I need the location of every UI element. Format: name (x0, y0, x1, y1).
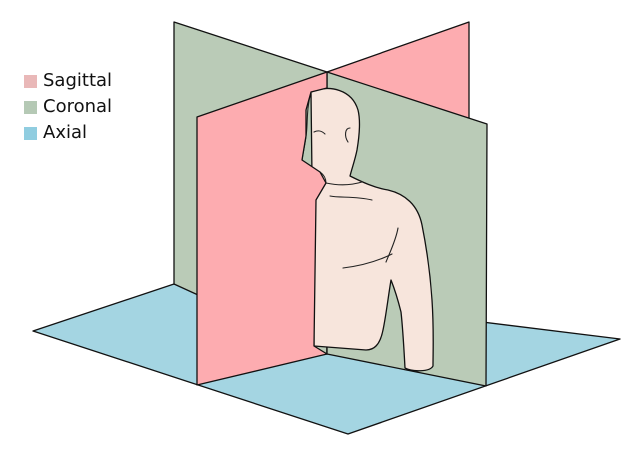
legend-item-axial: Axial (24, 120, 112, 146)
ear-mark (345, 127, 351, 143)
legend-item-sagittal: Sagittal (24, 68, 112, 94)
legend-swatch-axial (24, 126, 37, 140)
human-torso-figure (301, 88, 434, 372)
legend-label-coronal: Coronal (43, 96, 113, 117)
legend-swatch-coronal (24, 100, 37, 114)
legend: Sagittal Coronal Axial (24, 68, 112, 146)
clavicle-line (329, 195, 373, 201)
shoulder-line (385, 227, 399, 263)
legend-label-axial: Axial (43, 122, 87, 143)
sagittal-plane-front (196, 71, 328, 386)
legend-item-coronal: Coronal (24, 94, 112, 120)
body-silhouette (310, 88, 434, 372)
collar-line (325, 181, 363, 186)
eye-mark (313, 130, 326, 135)
legend-swatch-sagittal (24, 74, 37, 88)
legend-label-sagittal: Sagittal (43, 70, 113, 91)
